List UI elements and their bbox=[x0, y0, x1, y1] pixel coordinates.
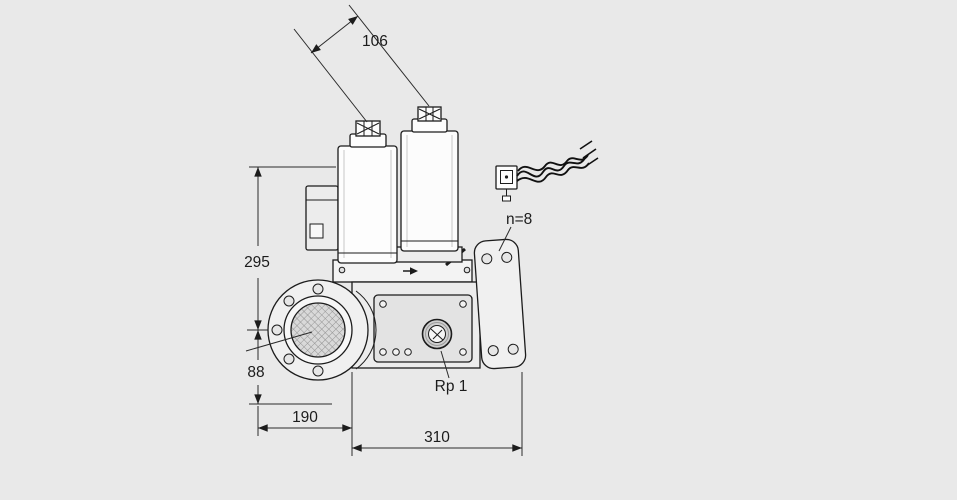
flange-bolt-hole bbox=[312, 365, 324, 377]
flange-bolt-hole bbox=[283, 353, 295, 365]
dimension-width-left: 190 bbox=[257, 372, 353, 456]
panel-screw bbox=[404, 348, 412, 356]
dimension-graphics: 106 295 88 190 310 bbox=[244, 4, 532, 456]
flange-bolt-hole bbox=[487, 345, 499, 357]
valve-front-panel bbox=[373, 294, 473, 363]
flow-direction-arrow bbox=[403, 267, 418, 275]
dim-width-left-label: 190 bbox=[292, 409, 318, 426]
connection-thread-callout: Rp 1 bbox=[435, 350, 468, 395]
dimension-height-above-axis: 295 bbox=[244, 166, 336, 330]
dim-width-overall-label: 310 bbox=[424, 429, 450, 446]
cable-wires bbox=[516, 140, 599, 183]
strainer-mesh bbox=[290, 302, 346, 358]
flange-bolt-hole bbox=[481, 253, 493, 265]
dimension-width-overall: 310 bbox=[352, 372, 523, 456]
terminal-box bbox=[305, 185, 339, 251]
panel-screw bbox=[379, 300, 387, 308]
bolt-count-callout: n=8 bbox=[498, 211, 532, 252]
panel-screw bbox=[459, 300, 467, 308]
panel-screw bbox=[392, 348, 400, 356]
panel-screw bbox=[379, 348, 387, 356]
connection-thread-label: Rp 1 bbox=[435, 378, 468, 395]
dim-height-below-label: 88 bbox=[247, 364, 264, 381]
outlet-flange bbox=[473, 238, 527, 370]
panel-screw bbox=[459, 348, 467, 356]
flange-bolt-hole bbox=[507, 343, 519, 355]
solenoid-actuator-rear bbox=[395, 106, 463, 263]
flange-bolt-hole bbox=[283, 295, 295, 307]
dim-depth-label: 106 bbox=[362, 33, 388, 50]
plate-bolt bbox=[338, 266, 346, 274]
cable-plug bbox=[495, 140, 599, 202]
solenoid-rear-hex-nut bbox=[417, 106, 442, 122]
dimension-depth: 106 bbox=[293, 4, 430, 123]
dimension-height-below-axis: 88 bbox=[245, 329, 332, 405]
plate-bolt bbox=[463, 266, 471, 274]
thread-connection-boss bbox=[421, 318, 453, 350]
inlet-flange bbox=[267, 279, 377, 381]
flange-bolt-hole bbox=[271, 324, 283, 336]
dim-height-above-label: 295 bbox=[244, 254, 270, 271]
solenoid-actuator-front bbox=[337, 120, 398, 264]
solenoid-front-hex-nut bbox=[355, 120, 381, 137]
bolt-count-label: n=8 bbox=[506, 211, 532, 228]
flange-bolt-hole bbox=[312, 283, 324, 295]
flange-bolt-hole bbox=[501, 251, 513, 263]
flange-hub-contour bbox=[355, 290, 377, 370]
valve-assembly bbox=[267, 106, 599, 381]
